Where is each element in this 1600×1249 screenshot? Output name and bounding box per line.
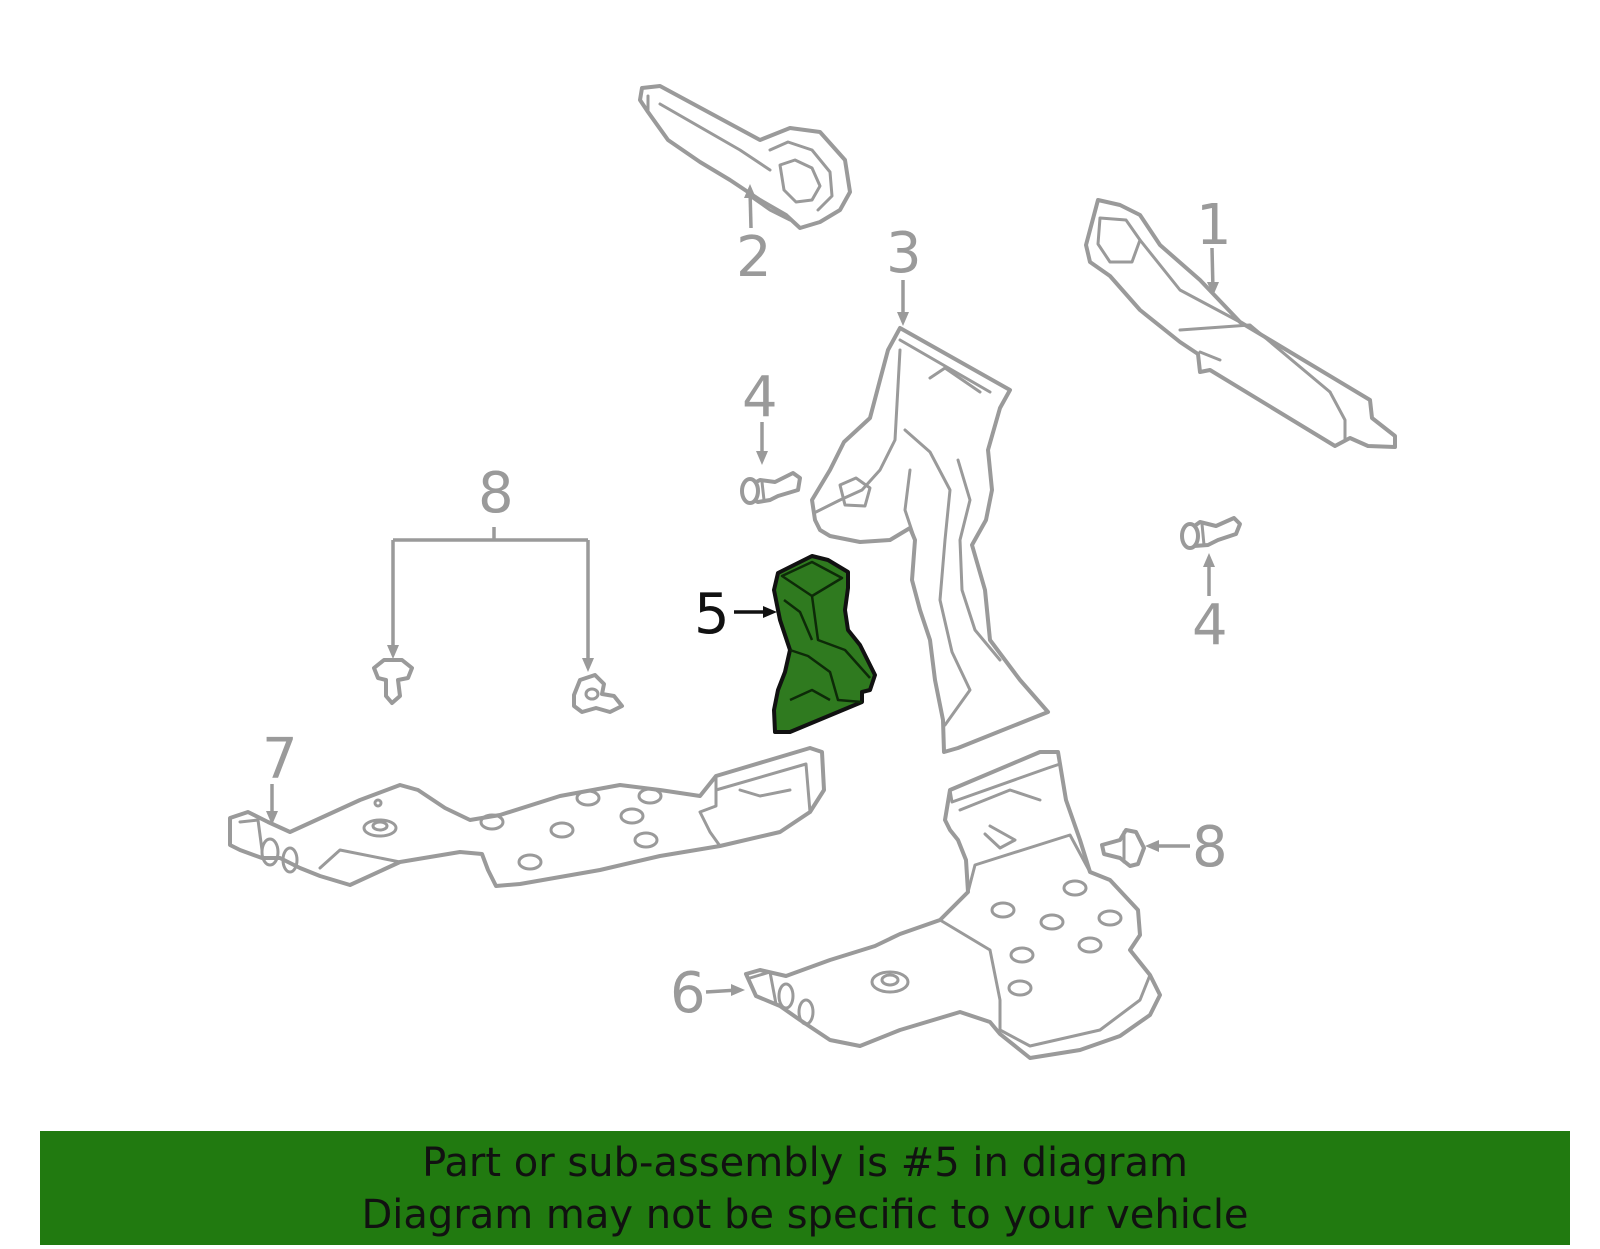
callout-8-right-label: 8 [1192,815,1228,880]
banner-line-1: Part or sub-assembly is #5 in diagram [422,1140,1188,1186]
callout-8-bracket: 8 [387,461,594,672]
callout-8-right: 8 [1145,815,1228,880]
callout-2: 2 [736,184,772,290]
part-4-clip-right[interactable] [1180,516,1242,550]
part-7-duct[interactable] [228,746,826,888]
parts-diagram: 2 1 3 4 [228,84,1397,1060]
part-2-duct[interactable] [638,84,852,230]
part-8-clip-left-b[interactable] [572,673,624,714]
part-3-duct[interactable] [810,326,1050,754]
callout-3: 3 [886,221,922,326]
part-8-clip-left-a[interactable] [372,658,414,705]
callout-5: 5 [694,582,777,647]
callout-6: 6 [670,961,745,1026]
info-banner: Part or sub-assembly is #5 in diagram Di… [40,1131,1570,1245]
callout-1: 1 [1196,193,1232,296]
callout-2-label: 2 [736,225,772,290]
callout-1-label: 1 [1196,193,1232,258]
part-5-duct-highlighted[interactable] [772,554,877,734]
callout-5-label: 5 [694,582,730,647]
callout-4-right: 4 [1192,553,1228,658]
callout-7-label: 7 [262,727,298,792]
callout-8-pair-label: 8 [478,461,514,526]
callout-4-upper: 4 [742,365,778,465]
part-1-duct[interactable] [1084,198,1397,449]
banner-line-2: Diagram may not be specific to your vehi… [361,1192,1249,1238]
callout-4-right-label: 4 [1192,593,1228,658]
part-8-clip-right[interactable] [1100,828,1146,868]
callout-3-label: 3 [886,221,922,286]
callout-6-label: 6 [670,961,706,1026]
callout-7: 7 [262,727,298,825]
part-6-duct[interactable] [744,750,1162,1060]
part-4-clip-upper[interactable] [740,471,802,505]
callout-4-upper-label: 4 [742,365,778,430]
